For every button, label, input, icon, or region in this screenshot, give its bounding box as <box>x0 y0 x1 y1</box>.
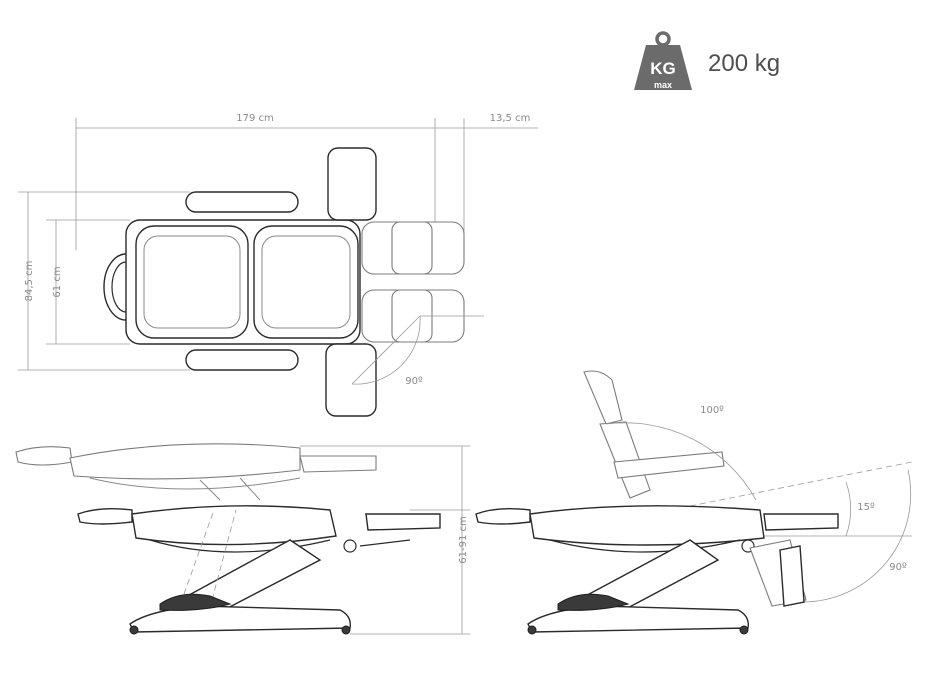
tilt-angle-label: 15º <box>857 502 875 513</box>
tilt-leg-angle-label: 90º <box>889 562 907 573</box>
weight-sub-label: max <box>654 80 672 90</box>
weight-icon: KG max <box>634 31 692 90</box>
tilt-view: 100º 15º 90º <box>475 370 913 635</box>
height-range-label: 61-91 cm <box>458 516 469 563</box>
side-view: 61-91 cm <box>15 443 470 635</box>
top-leg-angle-label: 90º <box>405 376 423 387</box>
max-load-badge: KG max <box>632 30 694 92</box>
top-view: 179 cm 13,5 cm 84,5 cm 61 cm <box>18 113 538 417</box>
backrest-angle-label: 100º <box>700 405 724 416</box>
length-dimension-label: 179 cm <box>236 113 274 124</box>
inner-width-label: 61 cm <box>52 266 63 297</box>
extension-dimension-label: 13,5 cm <box>490 113 531 124</box>
max-load-value: 200 kg <box>708 50 781 77</box>
outer-width-label: 84,5 cm <box>24 261 35 302</box>
weight-unit-label: KG <box>650 59 676 78</box>
